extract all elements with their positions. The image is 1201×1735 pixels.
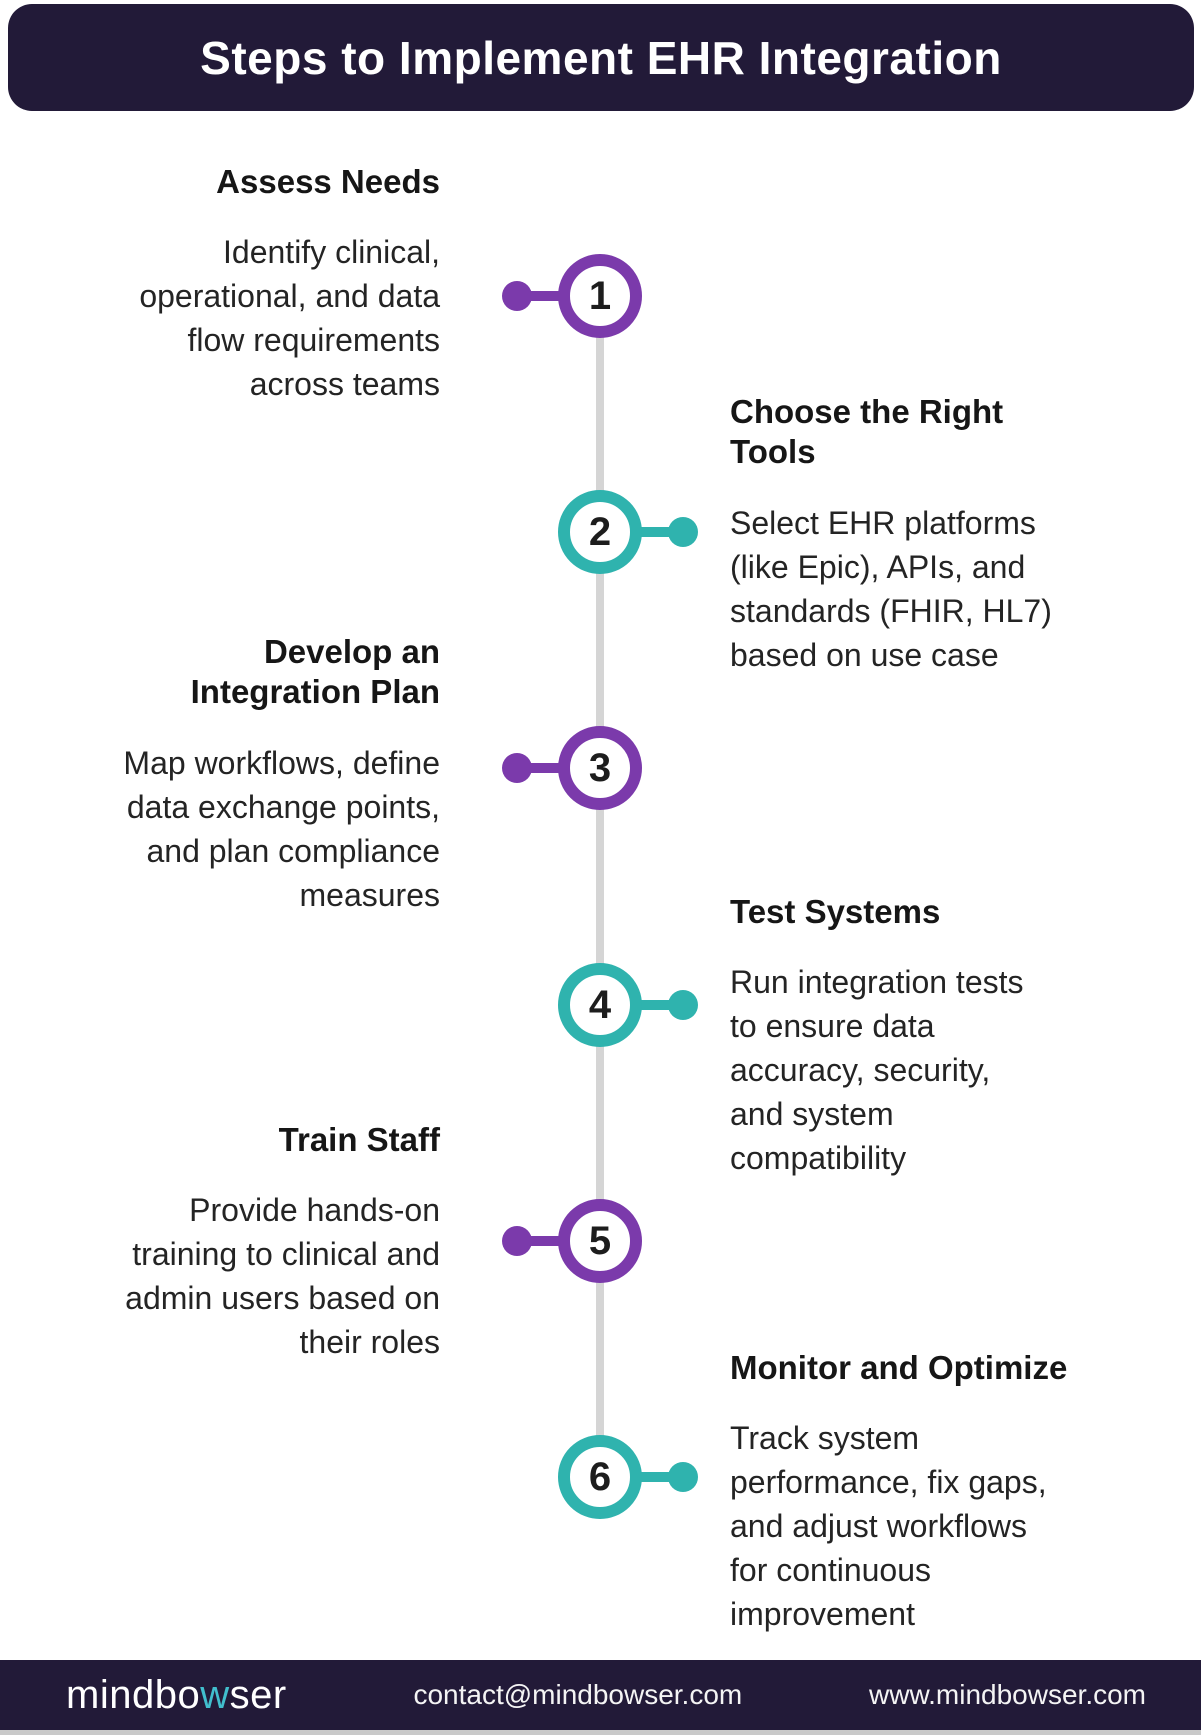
header-banner: Steps to Implement EHR Integration [8,4,1194,111]
step-4-title: Test Systems [730,893,941,930]
step-2-text: Choose the Right Tools Select EHR platfo… [730,392,1140,677]
node-6-number: 6 [588,1454,612,1499]
step-6-text: Monitor and Optimize Track system perfor… [730,1348,1140,1636]
footer-bar: mindbowser contact@mindbowser.com www.mi… [0,1660,1201,1730]
logo-accent-letter: w [200,1672,230,1717]
node-3-number: 3 [588,745,612,790]
node-1-number: 1 [588,273,612,318]
step-3-text: Develop an Integration Plan Map workflow… [60,632,440,917]
page-title: Steps to Implement EHR Integration [200,31,1002,84]
timeline-node-6: 6 [558,1435,698,1519]
step-3-title: Develop an Integration Plan [190,633,440,711]
node-4-connector-bar [636,1000,676,1010]
node-2-connector-bar [636,527,676,537]
logo-prefix: mindbo [66,1672,201,1717]
step-6-title: Monitor and Optimize [730,1349,1068,1386]
step-3-description: Map workflows, define data exchange poin… [123,744,440,913]
node-4-number: 4 [588,982,612,1027]
step-5-text: Train Staff Provide hands-on training to… [60,1120,440,1364]
node-1-connector-bar [524,291,564,301]
node-6-connector-bar [636,1472,676,1482]
node-2-number: 2 [588,509,612,554]
timeline-node-1: 1 [502,254,642,338]
step-5-title: Train Staff [278,1121,440,1158]
contact-email[interactable]: contact@mindbowser.com [413,1679,743,1710]
bottom-edge-strip [0,1730,1201,1735]
timeline-node-4: 4 [558,963,698,1047]
step-1-text: Assess Needs Identify clinical, operatio… [60,162,440,406]
timeline-node-2: 2 [558,490,698,574]
timeline-line [596,296,604,1477]
logo-suffix: ser [229,1672,287,1717]
step-2-title: Choose the Right Tools [730,393,1004,471]
mindbowser-logo: mindbowser [66,1673,287,1718]
step-4-text: Test Systems Run integration tests to en… [730,892,1140,1180]
step-2-description: Select EHR platforms (like Epic), APIs, … [730,504,1052,673]
step-1-title: Assess Needs [216,163,440,200]
website-url[interactable]: www.mindbowser.com [869,1679,1146,1710]
step-4-description: Run integration tests to ensure data acc… [730,964,1024,1177]
step-5-description: Provide hands-on training to clinical an… [125,1192,440,1361]
node-3-connector-bar [524,763,564,773]
timeline-node-3: 3 [502,726,642,810]
timeline-node-5: 5 [502,1199,642,1283]
node-5-connector-bar [524,1236,564,1246]
node-5-number: 5 [588,1218,612,1263]
step-6-description: Track system performance, fix gaps, and … [730,1420,1047,1633]
step-1-description: Identify clinical, operational, and data… [139,234,440,403]
